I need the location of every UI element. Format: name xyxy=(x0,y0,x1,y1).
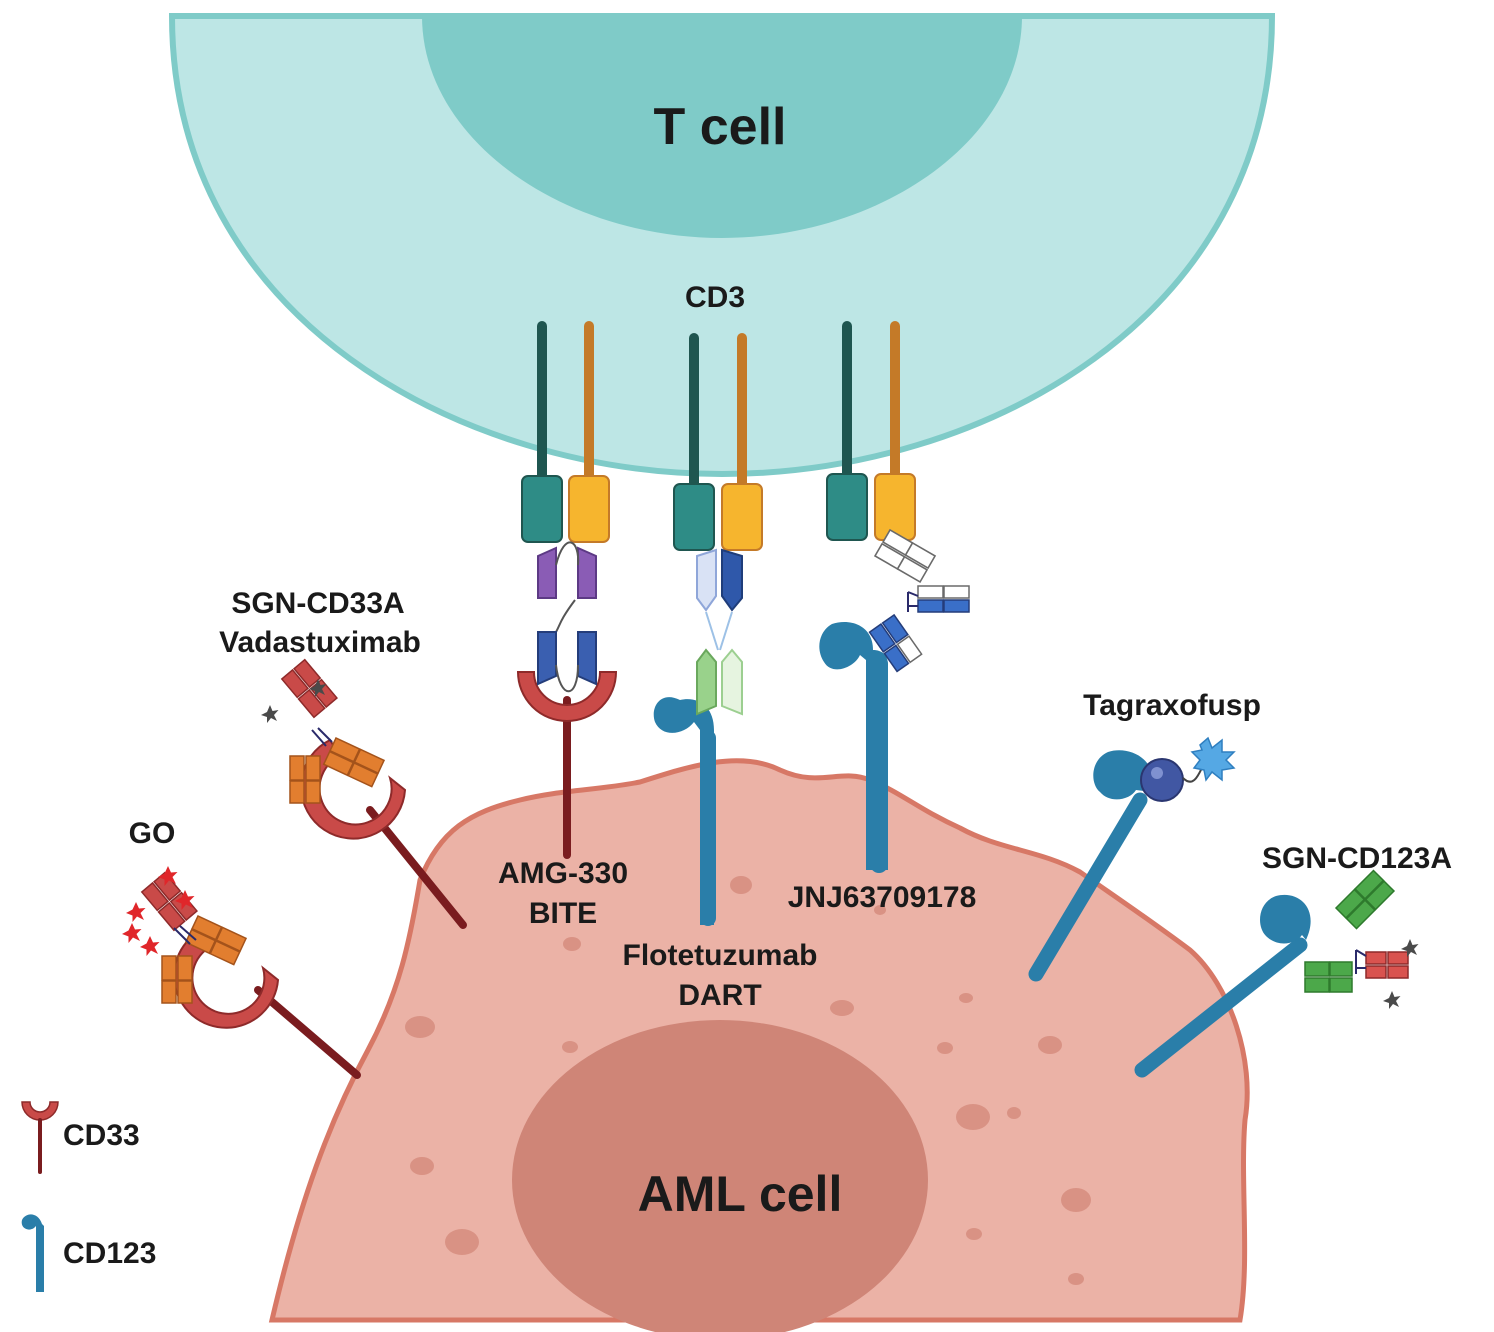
cd3-label: CD3 xyxy=(684,281,746,314)
amg330-label-line1: AMG-330 xyxy=(497,857,629,890)
sgn-cd33a-label-line1: SGN-CD33A xyxy=(231,587,405,620)
legend-cd33-label: CD33 xyxy=(63,1119,140,1152)
aml-cell-nucleus xyxy=(512,1020,928,1332)
t-cell-nucleus xyxy=(422,16,1022,238)
aml-cell-label: AML cell xyxy=(637,1166,843,1222)
legend-cd123-label: CD123 xyxy=(63,1237,157,1270)
flotetuzumab-dart xyxy=(653,548,743,926)
jnj-label: JNJ63709178 xyxy=(787,881,977,914)
cd3-receptors xyxy=(521,321,916,551)
cd3-complex-3 xyxy=(826,321,916,541)
jnj63709178 xyxy=(819,528,970,873)
legend-cd33-icon xyxy=(21,1101,59,1174)
sgn-cd33a xyxy=(261,658,467,929)
aml-cell xyxy=(268,758,1250,1332)
cd3-complex-1 xyxy=(521,321,610,543)
sgn-cd123a xyxy=(1134,869,1419,1078)
go-label: GO xyxy=(128,817,176,850)
amg330-label-line2: BITE xyxy=(528,897,598,930)
legend-cd123-icon xyxy=(21,1214,44,1292)
t-cell-label: T cell xyxy=(653,98,787,156)
tagraxofusp-label: Tagraxofusp xyxy=(1083,689,1261,722)
t-cell-membrane xyxy=(168,13,1276,478)
aml-cytoplasm-granules xyxy=(405,876,1091,1285)
flotetuzumab-label-line2: DART xyxy=(678,979,762,1012)
sgn-cd33a-label-line2: Vadastuximab xyxy=(219,626,421,659)
flotetuzumab-label-line1: Flotetuzumab xyxy=(622,939,818,972)
amg330-bite xyxy=(516,541,618,859)
go-gemtuzumab xyxy=(122,866,361,1079)
tagraxofusp xyxy=(1028,736,1236,982)
cd3-complex-2 xyxy=(673,333,763,551)
t-cell xyxy=(168,13,1276,478)
sgn-cd123a-label: SGN-CD123A xyxy=(1261,842,1453,875)
